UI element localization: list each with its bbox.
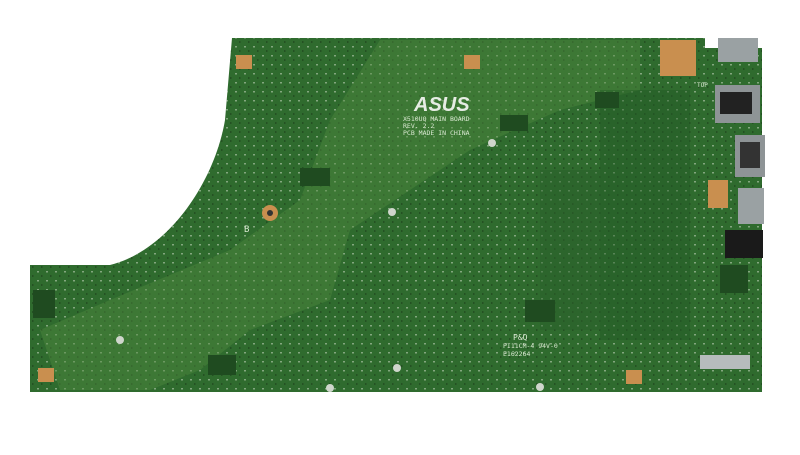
cert-number-text: E162264 (503, 350, 530, 358)
vendor-mark-text: P&Q (513, 333, 528, 342)
board-model-text: X510UQ MAIN BOARD (403, 115, 470, 123)
pcb-board (30, 38, 762, 392)
top-label: TOP (697, 82, 708, 89)
board-origin-text: PCB MADE IN CHINA (403, 129, 470, 137)
side-letter: B (244, 225, 249, 235)
date-code-text: PI11CM-4 94V-0 (503, 342, 558, 350)
mounting-pads (38, 40, 728, 392)
io-ports (700, 38, 765, 369)
asus-logo: ASUS (413, 94, 470, 116)
board-revision-text: REV. 2.2 (403, 122, 434, 130)
chips (33, 92, 748, 375)
